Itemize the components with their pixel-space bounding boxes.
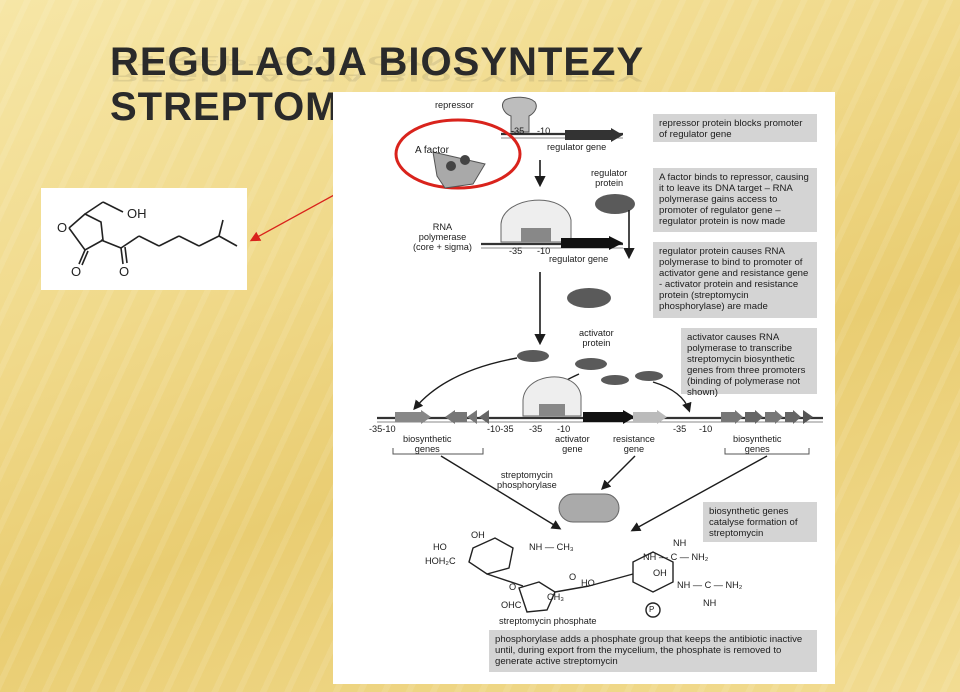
label-minus35-mid: -35 [509, 246, 523, 256]
label-dna-numbers-3: -35 [529, 424, 543, 434]
caption-box-4: activator causes RNA polymerase to trans… [681, 328, 817, 398]
long-dna-strand [377, 410, 823, 424]
a-factor-highlight-circle [394, 118, 522, 190]
label-regulator-protein: regulator protein [591, 168, 628, 188]
label-minus35-top: -35 [511, 126, 525, 136]
caption-box-5: biosynthetic genes catalyse formation of… [703, 502, 817, 542]
chem-nh-2: NH [703, 598, 717, 608]
caption-box-1: repressor protein blocks promoter of reg… [653, 114, 817, 142]
caption-box-2: A factor binds to repressor, causing it … [653, 168, 817, 232]
label-dna-numbers-1: -35-10 [369, 424, 396, 434]
regulation-diagram-panel: repressor -35 -10 regulator gene A facto… [333, 92, 835, 684]
a-factor-structure-card: OH O O O [41, 188, 247, 290]
repressor-protein-shape [502, 96, 537, 133]
ring-o-label: O [57, 220, 67, 235]
regulator-protein-blob-2 [567, 288, 611, 308]
chem-oh-2: OH [653, 568, 667, 578]
chem-ho-1: HO [433, 542, 447, 552]
chem-hoh2c: HOH₂C [425, 556, 456, 566]
chem-phosphate-p: P [649, 605, 655, 614]
label-biosynthetic-genes-right: biosynthetic genes [733, 434, 782, 454]
streptomycin-phosphorylase-shape [558, 493, 620, 523]
label-dna-numbers-2: -10-35 [487, 424, 514, 434]
a-factor-shape [432, 151, 486, 189]
a-factor-structure-drawing: OH O O O [57, 201, 238, 279]
diagram-graphics [377, 96, 823, 618]
chem-nh-c-nh2-top: NH — C — NH₂ [643, 552, 709, 562]
carbonyl-o-label-1: O [71, 264, 81, 279]
label-activator-protein: activator protein [579, 328, 614, 348]
top-dna-strand [501, 128, 623, 142]
chem-o-2: O [569, 572, 577, 582]
chem-o-1: O [509, 582, 517, 592]
label-dna-numbers-6: -10 [699, 424, 713, 434]
chem-nh-c-nh2-bot: NH — C — NH₂ [677, 580, 743, 590]
label-repressor: repressor [435, 100, 474, 110]
chem-nh-1: NH [673, 538, 687, 548]
chem-ohc: OHC [501, 600, 522, 610]
carbonyl-o-label-2: O [119, 264, 129, 279]
label-dna-numbers-5: -35 [673, 424, 687, 434]
caption-box-6: phosphorylase adds a phosphate group tha… [489, 630, 817, 672]
label-regulator-gene-mid: regulator gene [549, 254, 609, 264]
label-streptomycin-phosphorylase: streptomycin phosphorylase [497, 470, 557, 490]
chem-nh-ch3: NH — CH₃ [529, 542, 574, 552]
label-rna-polymerase: RNA polymerase (core + sigma) [413, 222, 472, 252]
caption-box-3: regulator protein causes RNA polymerase … [653, 242, 817, 318]
label-biosynthetic-genes-left: biosynthetic genes [403, 434, 452, 454]
label-dna-numbers-4: -10 [557, 424, 571, 434]
label-streptomycin-phosphate: streptomycin phosphate [499, 616, 597, 626]
chem-ch3: CH₃ [547, 592, 565, 602]
streptomycin-phosphate-structure [468, 537, 674, 618]
rna-polymerase-mid [500, 199, 572, 243]
label-regulator-gene-top: regulator gene [547, 142, 607, 152]
mid-dna-strand [481, 236, 623, 250]
chem-oh-1: OH [471, 530, 485, 540]
label-a-factor: A factor [415, 145, 449, 156]
label-activator-gene: activator gene [555, 434, 590, 454]
chem-ho-2: HO [581, 578, 595, 588]
label-minus10-mid: -10 [537, 246, 551, 256]
oh-label: OH [127, 206, 147, 221]
label-minus10-top: -10 [537, 126, 551, 136]
regulator-protein-blob-1 [595, 194, 635, 214]
label-resistance-gene: resistance gene [613, 434, 655, 454]
rna-polymerase-bottom [522, 376, 582, 417]
